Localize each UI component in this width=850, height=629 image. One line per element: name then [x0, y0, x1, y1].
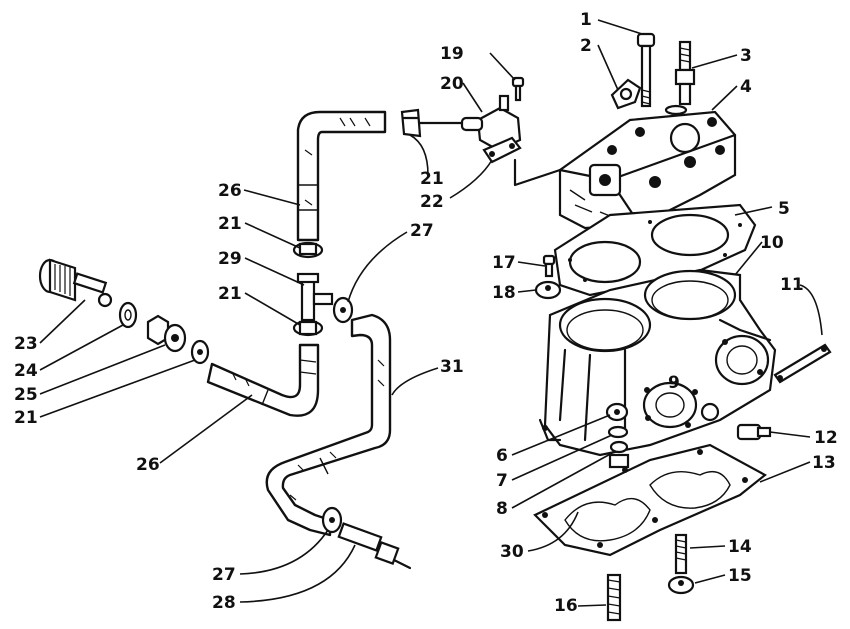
valve-assembly: [460, 94, 522, 164]
callout-12: 12: [814, 428, 838, 448]
tee-fitting: [296, 272, 334, 322]
cylinder-head: [513, 110, 737, 230]
callout-10: 10: [760, 233, 784, 253]
callout-29: 29: [218, 249, 242, 269]
callout-23: 23: [14, 334, 38, 354]
callout-8: 8: [496, 499, 508, 519]
callout-26-upper: 26: [218, 181, 242, 201]
callout-24: 24: [14, 361, 38, 381]
plug-23: [38, 258, 113, 308]
hose-long: [265, 313, 392, 537]
callout-22: 22: [420, 192, 444, 212]
hose-lower-left: [206, 343, 320, 417]
callout-6: 6: [496, 446, 508, 466]
callout-25: 25: [14, 385, 38, 405]
hose-upper: [296, 110, 387, 242]
callout-26-lower: 26: [136, 455, 160, 475]
callout-21-left: 21: [14, 408, 38, 428]
hose-clamp-27-upper: [332, 296, 354, 324]
callout-17: 17: [492, 253, 516, 273]
callout-11: 11: [780, 275, 804, 295]
callout-27-lower: 27: [212, 565, 236, 585]
lifting-bracket: [610, 78, 642, 110]
callout-13: 13: [812, 453, 836, 473]
spark-plug: [674, 40, 696, 106]
callout-14: 14: [728, 537, 752, 557]
callout-27-upper: 27: [410, 221, 434, 241]
callout-20: 20: [440, 74, 464, 94]
callout-30: 30: [500, 542, 524, 562]
callout-9: 9: [668, 373, 680, 393]
callout-31: 31: [440, 357, 464, 377]
hose-clamp-top: [400, 108, 422, 138]
stud-16: [606, 573, 622, 622]
hose-clamp-27-lower: [321, 506, 343, 534]
callout-21-mid-upper: 21: [218, 214, 242, 234]
callout-19: 19: [440, 44, 464, 64]
base-gasket: [533, 443, 767, 557]
callout-28: 28: [212, 593, 236, 613]
callout-18: 18: [492, 283, 516, 303]
screw-19: [511, 76, 525, 102]
callout-4: 4: [740, 77, 752, 97]
elbow-fitting: [736, 423, 772, 441]
stud-nut-stack: [605, 402, 630, 469]
callout-5: 5: [778, 199, 790, 219]
callout-2: 2: [580, 36, 592, 56]
bracket: [773, 343, 832, 384]
callout-1: 1: [580, 10, 592, 30]
head-nut: [542, 254, 556, 278]
nut-25: [146, 314, 187, 353]
hose-clamp-mid-upper: [292, 241, 324, 259]
callout-3: 3: [740, 46, 752, 66]
cylinder-block: [538, 268, 777, 457]
callout-15: 15: [728, 566, 752, 586]
stud-14: [674, 533, 688, 575]
hose-nipple: [337, 522, 412, 570]
head-gasket: [553, 203, 757, 297]
callout-16: 16: [554, 596, 578, 616]
callout-21-mid-lower: 21: [218, 284, 242, 304]
head-bolt: [636, 32, 656, 108]
callout-labels: 1 2 3 4 5 10 11 12 13 14 15 16 17 18 19 …: [14, 10, 838, 616]
washer-24: [118, 301, 138, 329]
hose-clamp-mid-lower: [292, 319, 324, 337]
leader-lines: [39, 19, 823, 607]
hose-clamp-left: [190, 339, 210, 365]
nut-15: [667, 575, 695, 595]
callout-21-top: 21: [420, 169, 444, 189]
washer-18: [534, 280, 562, 300]
callout-7: 7: [496, 471, 508, 491]
